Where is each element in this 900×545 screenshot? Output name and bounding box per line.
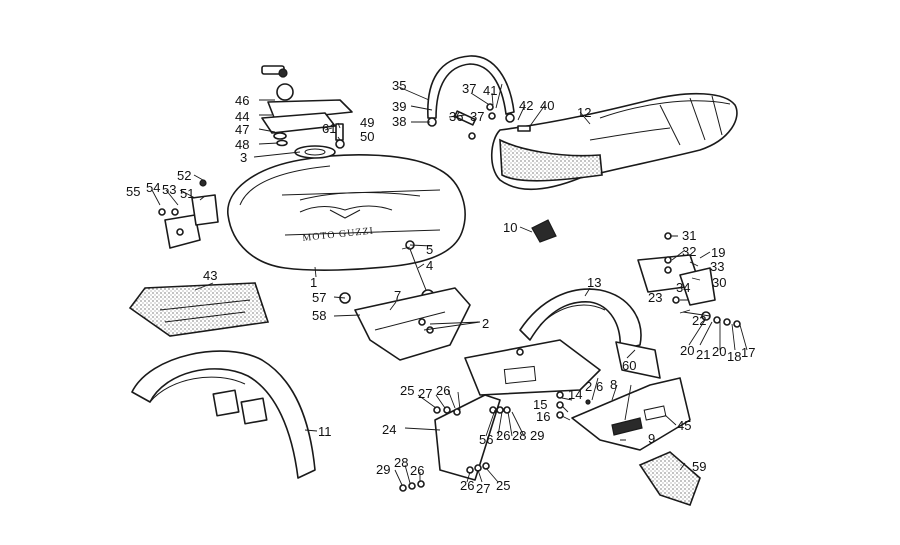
decal-sheet <box>128 282 270 337</box>
label-9: 9 <box>648 431 655 446</box>
label-56: 56 <box>479 432 493 447</box>
label-27b: 27 <box>476 481 490 496</box>
label-20a: 20 <box>680 343 694 358</box>
reflector <box>638 451 701 507</box>
label-5: 5 <box>426 242 433 257</box>
label-41: 41 <box>483 83 497 98</box>
label-28b: 28 <box>394 455 408 470</box>
tank-cap-assembly <box>261 65 353 149</box>
label-11: 11 <box>318 424 332 439</box>
label-61: 61 <box>322 121 336 136</box>
label-2: 2 <box>482 316 489 331</box>
label-13: 13 <box>587 275 601 290</box>
label-2b: 2 <box>585 379 592 394</box>
label-51: 51 <box>180 186 194 201</box>
label-18: 18 <box>727 349 741 364</box>
label-12: 12 <box>577 105 591 120</box>
label-26d: 26 <box>460 478 474 493</box>
label-14: 14 <box>568 387 582 402</box>
seat-strap <box>427 55 531 140</box>
label-42: 42 <box>519 98 533 113</box>
label-58: 58 <box>312 308 326 323</box>
label-37a: 37 <box>462 81 476 96</box>
label-35: 35 <box>392 78 406 93</box>
label-29b: 29 <box>376 462 390 477</box>
label-27a: 27 <box>418 386 432 401</box>
rear-side-panel <box>571 377 691 451</box>
label-26b: 26 <box>496 428 510 443</box>
label-36: 36 <box>449 109 463 124</box>
fuel-tank: MOTO GUZZI <box>227 145 466 271</box>
label-8: 8 <box>610 377 617 392</box>
label-32: 32 <box>682 244 696 259</box>
label-53: 53 <box>162 182 176 197</box>
label-49: 49 <box>360 115 374 130</box>
label-54: 54 <box>146 180 160 195</box>
label-31: 31 <box>682 228 696 243</box>
small-hardware <box>556 391 591 419</box>
label-39: 39 <box>392 99 406 114</box>
label-16: 16 <box>536 409 550 424</box>
seat <box>490 92 738 191</box>
label-48: 48 <box>235 137 249 152</box>
label-37b: 37 <box>470 109 484 124</box>
label-24: 24 <box>382 422 396 437</box>
label-19: 19 <box>711 245 725 260</box>
label-28a: 28 <box>512 428 526 443</box>
label-34: 34 <box>676 280 690 295</box>
rear-bracket <box>615 341 661 379</box>
label-15: 15 <box>533 397 547 412</box>
label-38: 38 <box>392 114 406 129</box>
label-22: 22 <box>692 313 706 328</box>
label-43: 43 <box>203 268 217 283</box>
label-59: 59 <box>692 459 706 474</box>
label-40: 40 <box>540 98 554 113</box>
label-10: 10 <box>503 220 517 235</box>
label-55: 55 <box>126 184 140 199</box>
tap-bracket <box>339 287 471 361</box>
label-46: 46 <box>235 93 249 108</box>
label-21: 21 <box>696 347 710 362</box>
label-52: 52 <box>177 168 191 183</box>
front-fender <box>131 350 316 479</box>
plate-bracket <box>637 232 741 328</box>
label-3: 3 <box>240 150 247 165</box>
leader-lines <box>151 83 748 486</box>
label-50: 50 <box>360 129 374 144</box>
label-6: 6 <box>596 379 603 394</box>
label-4: 4 <box>426 258 433 273</box>
label-60: 60 <box>622 358 636 373</box>
mudguard-flap <box>399 394 511 492</box>
label-33: 33 <box>710 259 724 274</box>
tank-mount-bracket <box>158 179 219 249</box>
label-7: 7 <box>394 288 401 303</box>
label-30: 30 <box>712 275 726 290</box>
part-numbers: 1 2 3 4 5 61 7 8 9 10 11 12 13 14 15 16 … <box>126 78 755 496</box>
label-26a: 26 <box>436 383 450 398</box>
label-26c: 26 <box>410 463 424 478</box>
rear-fender <box>464 288 642 396</box>
label-45: 45 <box>677 418 691 433</box>
label-23: 23 <box>648 290 662 305</box>
label-20b: 20 <box>712 344 726 359</box>
label-25b: 25 <box>496 478 510 493</box>
label-25a: 25 <box>400 383 414 398</box>
label-44: 44 <box>235 109 249 124</box>
label-29a: 29 <box>530 428 544 443</box>
label-57: 57 <box>312 290 326 305</box>
label-17: 17 <box>741 345 755 360</box>
label-1: 1 <box>310 275 317 290</box>
rubber-buffer <box>531 219 557 243</box>
label-47: 47 <box>235 122 249 137</box>
